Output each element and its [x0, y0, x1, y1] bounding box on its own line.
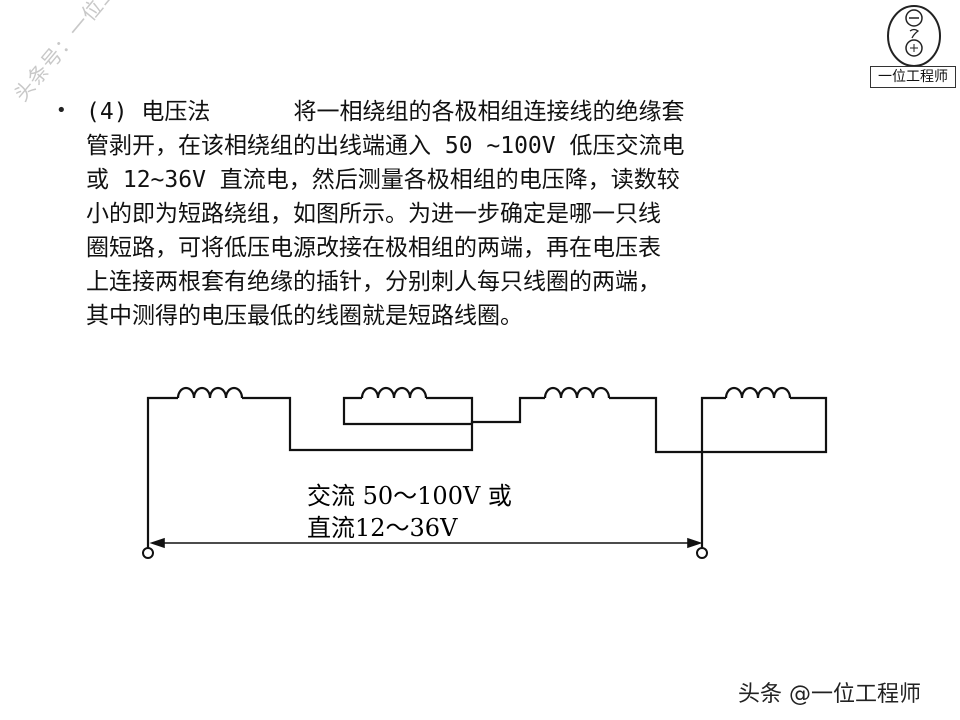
logo-icon — [887, 5, 941, 67]
wire-4-end — [702, 396, 828, 454]
body-paragraph: (4) 电压法 将一相绕组的各极相组连接线的绝缘套 管剥开，在该相绕组的出线端通… — [58, 95, 898, 333]
wire-3-4 — [609, 396, 702, 454]
coil-1 — [176, 386, 244, 399]
supply-label-line2: 直流12～36V — [307, 514, 458, 542]
coil-2 — [360, 386, 428, 399]
paragraph-line: 上连接两根套有绝缘的插针，分别刺人每只线圈的两端， — [86, 269, 661, 295]
right-terminal — [696, 547, 708, 559]
right-return-wire — [700, 396, 726, 548]
paragraph-line: 小的即为短路绕组，如图所示。为进一步确定是哪一只线 — [86, 201, 661, 227]
arrow-left-icon — [149, 537, 165, 549]
left-terminal — [142, 547, 154, 559]
paragraph-line: 或 12~36V 直流电，然后测量各极相组的电压降，读数较 — [86, 167, 680, 193]
wire-2-3 — [470, 396, 545, 424]
paragraph-line: 其中测得的电压最低的线圈就是短路线圈。 — [86, 303, 523, 329]
arrow-right-icon — [687, 537, 703, 549]
paragraph-line: 管剥开，在该相绕组的出线端通入 50 ~100V 低压交流电 — [86, 133, 685, 159]
coil-4 — [724, 386, 792, 399]
paragraph-line: 圈短路，可将低压电源改接在极相组的两端，再在电压表 — [86, 235, 661, 261]
supply-label-line1: 交流 50～100V 或 — [307, 482, 512, 510]
logo-label: 一位工程师 — [870, 66, 956, 88]
wire-1-2 — [242, 396, 474, 452]
left-lead-wire — [146, 396, 178, 548]
paragraph-line: (4) 电压法 将一相绕组的各极相组连接线的绝缘套 — [86, 99, 685, 125]
bullet-marker: • — [56, 100, 67, 121]
coil-2-leads — [342, 396, 472, 426]
footer-watermark: 头条 @一位工程师 — [738, 682, 921, 707]
coil-3 — [543, 386, 611, 399]
